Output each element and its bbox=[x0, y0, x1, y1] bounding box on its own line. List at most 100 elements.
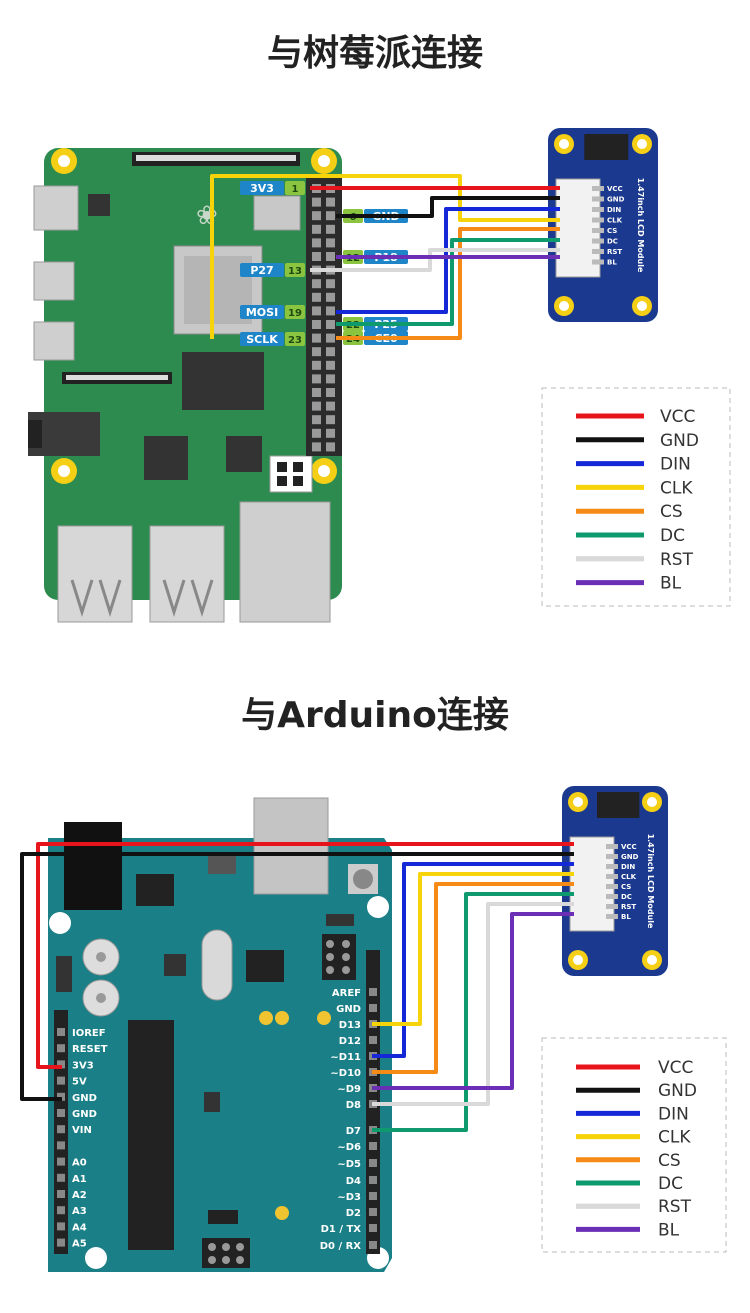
hdmi-port bbox=[33, 321, 75, 361]
legend-label: GND bbox=[660, 431, 699, 451]
header-pin bbox=[369, 1241, 377, 1249]
lcd-pin-label: DIN bbox=[607, 206, 621, 214]
lcd-pin-label: VCC bbox=[607, 185, 623, 193]
header-pin bbox=[369, 988, 377, 996]
pin-number: 23 bbox=[288, 335, 302, 346]
pin-tag bbox=[240, 305, 284, 319]
arduino-pin-label: 5V bbox=[72, 1077, 87, 1088]
lcd-pin-label: CS bbox=[621, 883, 631, 891]
arduino-pin-label: D8 bbox=[346, 1100, 361, 1111]
gpio-pin bbox=[312, 306, 321, 316]
arduino-pin-label: D13 bbox=[339, 1020, 361, 1031]
wire-dc bbox=[336, 238, 560, 326]
pin-tag bbox=[240, 332, 284, 346]
header-pin bbox=[57, 1206, 65, 1215]
gpio-pin bbox=[326, 442, 335, 452]
legend-label: CLK bbox=[660, 478, 693, 498]
arduino-pin-label: GND bbox=[72, 1093, 97, 1104]
legend-label: CS bbox=[658, 1151, 681, 1171]
legend-label: DC bbox=[658, 1174, 683, 1194]
gpio-pin bbox=[326, 347, 335, 357]
arduino-pin-label: ~D5 bbox=[337, 1159, 361, 1170]
wire-cs bbox=[372, 882, 574, 1074]
pin-tag bbox=[240, 263, 284, 277]
gpio-pin bbox=[312, 252, 321, 261]
pin-label: MOSI bbox=[246, 306, 278, 319]
color-legend bbox=[541, 1037, 727, 1253]
wire-rst bbox=[310, 248, 560, 272]
usb-port bbox=[149, 525, 225, 623]
header-pin bbox=[57, 1076, 65, 1085]
wire-dc bbox=[372, 892, 574, 1132]
pin-number-tag bbox=[285, 263, 305, 277]
gpio-pin bbox=[326, 388, 335, 397]
gpio-pin bbox=[312, 211, 321, 221]
mount-hole bbox=[367, 896, 389, 918]
gpio-pin bbox=[312, 360, 321, 370]
header-pin bbox=[57, 1028, 65, 1036]
pin-number: 19 bbox=[288, 308, 302, 319]
header-pin bbox=[57, 1125, 65, 1134]
lcd-pin-label: GND bbox=[621, 853, 639, 861]
gpio-pin bbox=[326, 197, 335, 207]
wire-vcc bbox=[36, 842, 574, 1069]
arduino-pin-label: A0 bbox=[72, 1158, 87, 1169]
gpio-pin bbox=[326, 401, 335, 411]
lcd-pin-label: DC bbox=[607, 238, 618, 246]
gpio-pin bbox=[312, 347, 321, 357]
pin-tag bbox=[240, 181, 284, 195]
header-pin bbox=[57, 1190, 65, 1198]
header-pin bbox=[369, 1176, 377, 1184]
mount-hole bbox=[85, 1247, 107, 1269]
lcd-pin-label: CLK bbox=[621, 873, 637, 881]
ethernet-port bbox=[239, 501, 331, 623]
arduino-pin-label: A3 bbox=[72, 1206, 87, 1217]
power-jack bbox=[64, 822, 122, 910]
legend-label: RST bbox=[658, 1197, 692, 1217]
lcd-chip bbox=[596, 792, 640, 818]
gpio-pin bbox=[312, 238, 321, 248]
arduino-pin-label: D1 / TX bbox=[321, 1224, 362, 1235]
legend-label: DIN bbox=[660, 455, 691, 475]
gpio-header bbox=[306, 178, 342, 456]
gpio-pin bbox=[312, 320, 321, 329]
header-pin bbox=[57, 1222, 65, 1231]
wire-gnd bbox=[336, 196, 560, 218]
header-pin bbox=[57, 1157, 65, 1166]
lcd-pin-label: DC bbox=[621, 893, 632, 901]
legend-label: DC bbox=[660, 526, 685, 546]
wire-gnd bbox=[20, 852, 574, 1101]
crystal-oscillator bbox=[201, 929, 233, 1001]
header-pin bbox=[369, 1192, 377, 1200]
arduino-pin-label: GND bbox=[336, 1004, 361, 1015]
gpio-pin bbox=[326, 306, 335, 316]
header-pin bbox=[369, 1142, 377, 1150]
lcd-pin-label: VCC bbox=[621, 843, 637, 851]
legend-label: CLK bbox=[658, 1128, 691, 1148]
legend-label: CS bbox=[660, 502, 683, 522]
arduino-pin-label: ~D3 bbox=[337, 1192, 361, 1203]
gpio-pin bbox=[326, 279, 335, 289]
gpio-pin bbox=[312, 428, 321, 438]
header-pin bbox=[57, 1173, 65, 1182]
header-pin bbox=[369, 1159, 377, 1167]
arduino-pin-label: ~D11 bbox=[330, 1052, 361, 1063]
legend-label: BL bbox=[660, 574, 682, 594]
wire-din bbox=[336, 207, 560, 314]
wire-bl bbox=[372, 912, 574, 1090]
gpio-pin bbox=[326, 292, 335, 302]
gpio-pin bbox=[312, 292, 321, 302]
gpio-pin bbox=[312, 388, 321, 397]
lcd-pin-label: BL bbox=[621, 913, 631, 921]
header-pin bbox=[369, 1036, 377, 1044]
lcd-pin-label: CLK bbox=[607, 217, 623, 225]
arduino-pin-label: D4 bbox=[346, 1176, 361, 1187]
wire-din bbox=[372, 862, 574, 1058]
gpio-pin bbox=[326, 211, 335, 221]
header-pin bbox=[57, 1141, 65, 1150]
legend-label: GND bbox=[658, 1081, 697, 1101]
gpio-pin bbox=[312, 197, 321, 207]
wire-clk bbox=[210, 174, 560, 339]
lcd-module-title: 1.47inch LCD Module bbox=[646, 834, 655, 929]
